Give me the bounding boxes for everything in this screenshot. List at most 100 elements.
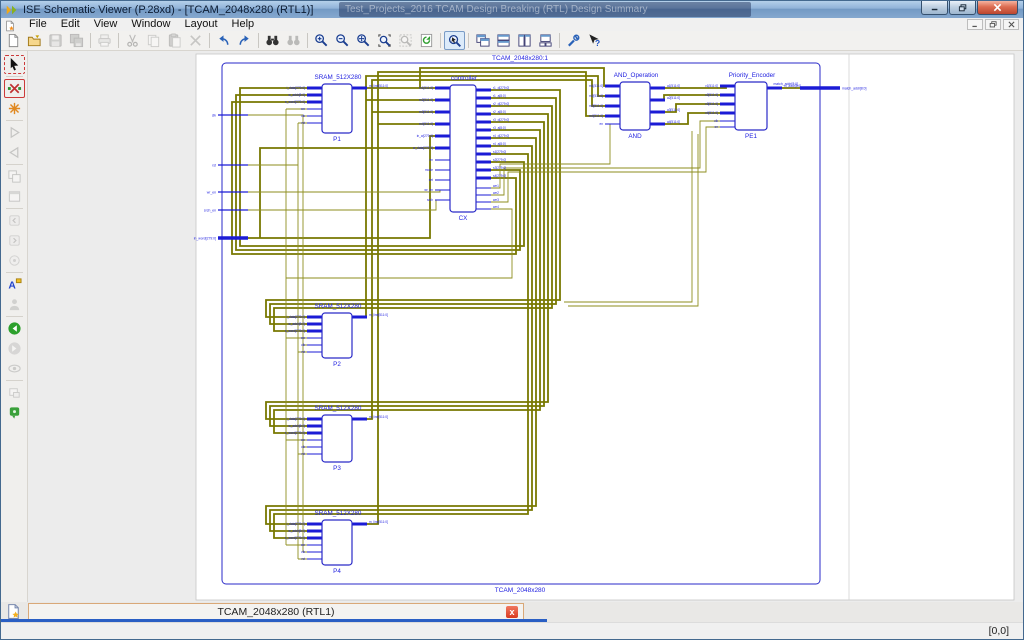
svg-text:srch: srch [427, 198, 433, 202]
svg-text:v2[511:0]: v2[511:0] [705, 93, 718, 97]
svg-text:rst: rst [212, 163, 216, 167]
svg-text:w_addr[8:0]: w_addr[8:0] [288, 322, 305, 326]
svg-text:w_addr[8:0]: w_addr[8:0] [288, 529, 305, 533]
cascade-icon[interactable] [472, 31, 493, 50]
component-body[interactable] [321, 519, 353, 566]
component-type-label: SRAM_512X280 [315, 303, 362, 310]
svg-text:s4[279:0]: s4[279:0] [493, 174, 506, 178]
burst-icon[interactable] [4, 99, 25, 118]
tab-close-icon[interactable]: x [506, 606, 518, 618]
component-body[interactable] [734, 81, 768, 131]
preferences-icon[interactable] [563, 31, 584, 50]
sheet-border [221, 62, 821, 585]
wires [222, 67, 820, 560]
svg-text:rst: rst [301, 452, 305, 456]
open-icon[interactable] [24, 31, 45, 50]
restore-button[interactable] [949, 1, 976, 15]
child-close-button[interactable] [1003, 19, 1019, 30]
component-CX[interactable]: m1[511:0]m2[511:0]m3[511:0]m4[511:0]in_w… [413, 75, 509, 222]
user-icon [4, 295, 25, 314]
side-toolbar-separator [5, 380, 23, 381]
component-P2[interactable]: i_data[279:0]w_addr[8:0]s_word[279:0]wec… [285, 303, 388, 368]
svg-text:we1: we1 [493, 184, 499, 188]
titlebar[interactable]: ISE Schematic Viewer (P.28xd) - [TCAM_20… [1, 1, 1023, 18]
svg-text:en: en [429, 158, 433, 162]
zoom-fit-icon[interactable] [374, 31, 395, 50]
find-icon[interactable] [262, 31, 283, 50]
svg-text:r4_d[279:0]: r4_d[279:0] [493, 134, 509, 138]
svg-text:we: we [301, 438, 305, 442]
component-P4[interactable]: i_data[279:0]w_addr[8:0]s_word[279:0]wec… [285, 510, 388, 575]
side-toolbar-separator [5, 316, 23, 317]
svg-text:m_line[511:0]: m_line[511:0] [369, 313, 388, 317]
zoom-out-icon[interactable] [332, 31, 353, 50]
tab-label: TCAM_2048x280 (RTL1) [217, 605, 335, 618]
refresh-icon[interactable] [416, 31, 437, 50]
menu-view[interactable]: View [93, 18, 118, 30]
component-body[interactable] [619, 81, 651, 131]
wire [265, 113, 549, 420]
svg-text:s_word[279:0]: s_word[279:0] [285, 100, 305, 104]
zoom-in-icon[interactable] [311, 31, 332, 50]
menu-window[interactable]: Window [131, 18, 171, 30]
svg-text:in_word[279:0]: in_word[279:0] [194, 236, 216, 240]
menu-help[interactable]: Help [231, 18, 255, 30]
component-body[interactable] [321, 312, 353, 359]
new-icon[interactable] [3, 31, 24, 50]
page-prev-icon [4, 211, 25, 230]
svg-text:we: we [301, 107, 305, 111]
svg-text:?: ? [595, 38, 600, 48]
child-minimize-button[interactable] [967, 19, 983, 30]
toolbar-separator [307, 33, 308, 48]
view-icon [4, 359, 25, 378]
tab-tcam-rtl1[interactable]: TCAM_2048x280 (RTL1) x [28, 603, 524, 620]
undo-icon[interactable] [213, 31, 234, 50]
select-element-icon[interactable] [3, 79, 25, 98]
context-help-icon[interactable]: ? [584, 31, 605, 50]
arrange-icon[interactable] [535, 31, 556, 50]
svg-text:a4[511:0]: a4[511:0] [667, 120, 680, 124]
component-body[interactable] [449, 84, 477, 213]
redo-icon[interactable] [234, 31, 255, 50]
tile-vertical-icon[interactable] [514, 31, 535, 50]
svg-text:m2[511:0]: m2[511:0] [419, 98, 433, 102]
svg-text:wr_en: wr_en [207, 190, 216, 194]
child-restore-button[interactable] [985, 19, 1001, 30]
svg-text:m1[511:0]: m1[511:0] [589, 84, 603, 88]
menu-layout[interactable]: Layout [184, 18, 218, 30]
menu-edit[interactable]: Edit [60, 18, 80, 30]
svg-text:v1[511:0]: v1[511:0] [705, 84, 718, 88]
tile-horizontal-icon[interactable] [493, 31, 514, 50]
minimize-button[interactable] [921, 1, 948, 15]
svg-text:clk: clk [714, 119, 718, 123]
component-body[interactable] [321, 414, 353, 463]
canvas-page [195, 53, 1015, 601]
toolbar-separator [258, 33, 259, 48]
component-instance-label: AND [628, 133, 642, 140]
component-PE1[interactable]: v1[511:0]v2[511:0]v3[511:0]v4[511:0]clke… [705, 72, 801, 140]
marker-icon[interactable] [4, 403, 25, 422]
component-AND[interactable]: m1[511:0]m2[511:0]m3[511:0]m4[511:0]ena1… [589, 72, 680, 140]
svg-text:i_data[279:0]: i_data[279:0] [286, 315, 305, 319]
save-icon [45, 31, 66, 50]
annotate-icon[interactable]: A [4, 275, 25, 294]
window-title: ISE Schematic Viewer (P.28xd) - [TCAM_20… [23, 3, 314, 16]
sheet-label-top: TCAM_2048x280:1 [492, 55, 548, 62]
magnify-tool-icon[interactable] [444, 31, 465, 50]
back-icon[interactable] [4, 319, 25, 338]
zoom-full-icon[interactable] [353, 31, 374, 50]
component-body[interactable] [321, 83, 353, 134]
svg-text:srch_en: srch_en [204, 208, 216, 212]
pointer-icon[interactable] [3, 55, 25, 74]
svg-text:r2_d[279:0]: r2_d[279:0] [493, 102, 509, 106]
svg-text:v4[511:0]: v4[511:0] [705, 111, 718, 115]
schematic-canvas[interactable]: TCAM_2048x280:1TCAM_2048x280clkrstwr_ens… [28, 51, 1022, 602]
wire [352, 71, 620, 525]
component-P1[interactable]: i_data[279:0]w_addr[8:0]s_word[279:0]wec… [285, 74, 388, 143]
svg-text:we: we [301, 543, 305, 547]
close-button[interactable] [977, 1, 1018, 15]
component-P3[interactable]: i_data[279:0]w_addr[8:0]s_word[279:0]wec… [285, 405, 388, 472]
menu-file[interactable]: File [29, 18, 47, 30]
side-toolbar-separator [5, 208, 23, 209]
svg-text:s_word[279:0]: s_word[279:0] [285, 329, 305, 333]
